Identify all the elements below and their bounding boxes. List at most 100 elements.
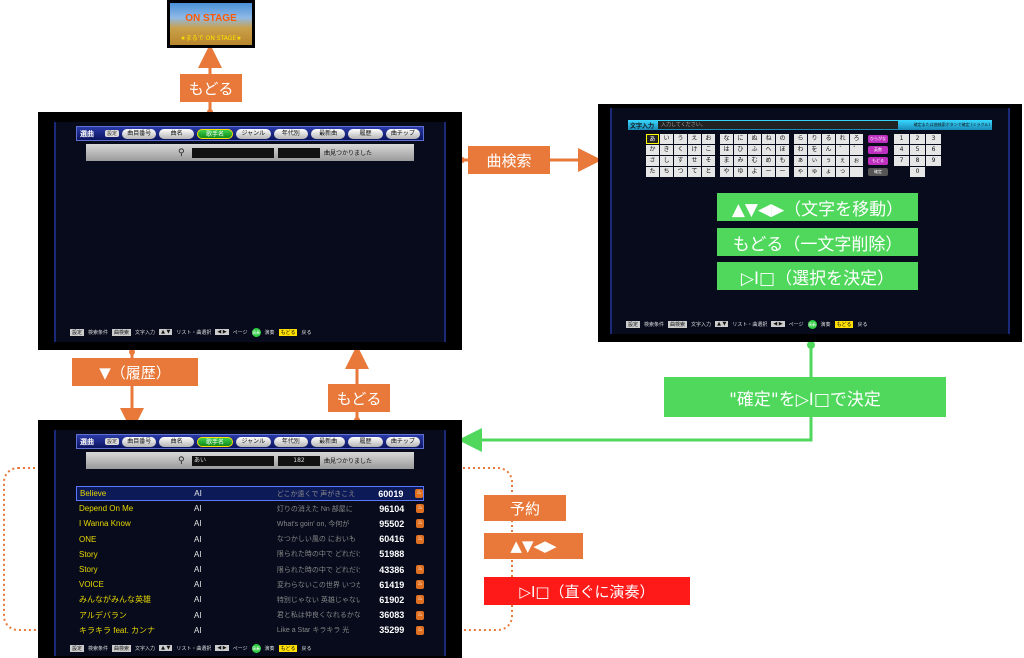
results-tab-artist[interactable]: 歌手名 xyxy=(196,436,234,447)
kana-key[interactable]: ゅ xyxy=(808,167,821,177)
kana-key[interactable]: ふ xyxy=(748,145,761,155)
fkey-back[interactable]: もどる xyxy=(868,157,888,165)
kana-key[interactable]: あ xyxy=(646,134,659,144)
kana-key[interactable]: ら xyxy=(794,134,807,144)
kana-key[interactable]: ゜ xyxy=(850,145,863,155)
kana-key[interactable]: ほ xyxy=(776,145,789,155)
kana-key[interactable]: ー xyxy=(776,167,789,177)
kana-key[interactable]: つ xyxy=(674,167,687,177)
results-tab-chip[interactable]: 曲チップ xyxy=(385,436,421,447)
kana-key[interactable]: よ xyxy=(748,167,761,177)
kana-key[interactable]: ね xyxy=(762,134,775,144)
kana-key[interactable]: と xyxy=(702,167,715,177)
tab-newest[interactable]: 最新曲 xyxy=(310,128,346,139)
number-key[interactable]: 6 xyxy=(926,145,941,155)
kana-key[interactable]: も xyxy=(776,156,789,166)
kana-key[interactable]: え xyxy=(688,134,701,144)
kana-key[interactable]: ぅ xyxy=(822,156,835,166)
kana-key[interactable]: は xyxy=(720,145,733,155)
results-tab-newest[interactable]: 最新曲 xyxy=(310,436,346,447)
number-key[interactable]: 3 xyxy=(926,134,941,144)
kana-key[interactable]: ん xyxy=(822,145,835,155)
kana-key[interactable]: ひ xyxy=(734,145,747,155)
kana-key[interactable]: な xyxy=(720,134,733,144)
kana-key[interactable]: か xyxy=(646,145,659,155)
kana-key[interactable]: く xyxy=(674,145,687,155)
results-tab-title[interactable]: 曲名 xyxy=(159,436,194,447)
kana-key[interactable]: さ xyxy=(646,156,659,166)
number-key[interactable]: 7 xyxy=(894,156,909,166)
kana-key[interactable]: せ xyxy=(688,156,701,166)
search-input[interactable] xyxy=(192,147,274,158)
kana-key[interactable]: や xyxy=(720,167,733,177)
keyboard-input[interactable]: 入力してください。 xyxy=(658,121,899,129)
kana-key[interactable]: ぉ xyxy=(850,156,863,166)
kana-key[interactable]: の xyxy=(776,134,789,144)
kana-key[interactable]: ち xyxy=(660,167,673,177)
tab-history[interactable]: 履歴 xyxy=(348,128,383,139)
kana-key[interactable]: ぇ xyxy=(836,156,849,166)
fkey-confirm[interactable]: 確定 xyxy=(868,168,888,176)
kana-key[interactable]: れ xyxy=(836,134,849,144)
results-search-input[interactable]: あい xyxy=(192,455,274,466)
kana-key[interactable]: す xyxy=(674,156,687,166)
kana-key[interactable]: ぁ xyxy=(794,156,807,166)
tab-number[interactable]: 曲目番号 xyxy=(122,128,157,139)
number-key[interactable]: 5 xyxy=(910,145,925,155)
kana-key[interactable]: ゆ xyxy=(734,167,747,177)
kana-key[interactable]: け xyxy=(688,145,701,155)
kana-key[interactable]: ぃ xyxy=(808,156,821,166)
kana-key[interactable]: う xyxy=(674,134,687,144)
number-key[interactable]: 9 xyxy=(926,156,941,166)
kana-key[interactable]: ろ xyxy=(850,134,863,144)
results-tab-history[interactable]: 履歴 xyxy=(348,436,383,447)
kana-key[interactable]: い xyxy=(660,134,673,144)
number-key[interactable]: 4 xyxy=(894,145,909,155)
kana-key[interactable]: を xyxy=(808,145,821,155)
number-key[interactable]: 1 xyxy=(894,134,909,144)
kana-key[interactable]: ゛ xyxy=(836,145,849,155)
kana-key[interactable] xyxy=(850,167,863,177)
tab-era[interactable]: 年代別 xyxy=(273,128,308,139)
fkey-alnum[interactable]: 英数 xyxy=(868,146,888,154)
kana-key[interactable]: わ xyxy=(794,145,807,155)
kana-key[interactable]: こ xyxy=(702,145,715,155)
kana-key[interactable]: め xyxy=(762,156,775,166)
kana-key[interactable]: て xyxy=(688,167,701,177)
number-key[interactable]: 0 xyxy=(910,167,925,177)
kana-key[interactable]: ぬ xyxy=(748,134,761,144)
kana-key[interactable]: し xyxy=(660,156,673,166)
kana-key[interactable]: る xyxy=(822,134,835,144)
kana-key[interactable]: お xyxy=(702,134,715,144)
kana-key[interactable]: っ xyxy=(836,167,849,177)
kana-key[interactable]: ー xyxy=(762,167,775,177)
kana-key[interactable]: ょ xyxy=(822,167,835,177)
tab-genre[interactable]: ジャンル xyxy=(236,128,271,139)
kana-key[interactable]: へ xyxy=(762,145,775,155)
kana-key[interactable]: り xyxy=(808,134,821,144)
results-settings-mini[interactable]: 設定 xyxy=(105,438,120,445)
kana-key[interactable]: ま xyxy=(720,156,733,166)
kana-key[interactable]: ゃ xyxy=(794,167,807,177)
kana-key[interactable]: そ xyxy=(702,156,715,166)
number-key[interactable]: 8 xyxy=(910,156,925,166)
results-tab-genre[interactable]: ジャンル xyxy=(236,436,271,447)
kana-key[interactable]: み xyxy=(734,156,747,166)
kana-key[interactable]: む xyxy=(748,156,761,166)
fkey-hiragana[interactable]: ひらがな xyxy=(868,135,888,143)
kana-key[interactable]: に xyxy=(734,134,747,144)
kana-key[interactable]: た xyxy=(646,167,659,177)
settings-mini[interactable]: 設定 xyxy=(105,130,120,137)
number-key[interactable]: 2 xyxy=(910,134,925,144)
tab-title[interactable]: 曲名 xyxy=(159,128,194,139)
